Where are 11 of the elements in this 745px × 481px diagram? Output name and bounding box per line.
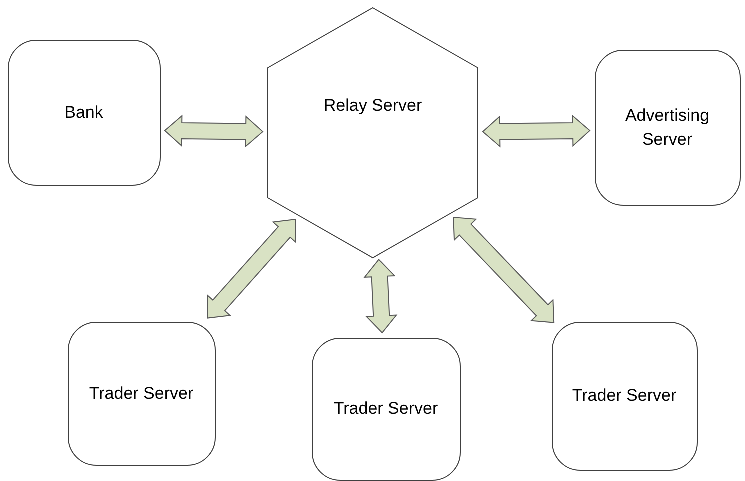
- node-label: Relay Server: [324, 94, 422, 116]
- node-label: Trader Server: [572, 385, 677, 407]
- double-arrow: [453, 216, 555, 324]
- node-label: Trader Server: [334, 398, 438, 420]
- node-label: Advertising Server: [624, 104, 711, 150]
- double-arrow: [364, 258, 398, 334]
- node-label: Trader Server: [89, 382, 194, 404]
- double-arrow: [482, 114, 591, 148]
- double-arrow: [164, 114, 264, 148]
- double-arrow: [207, 218, 296, 319]
- node-label: Bank: [64, 102, 104, 124]
